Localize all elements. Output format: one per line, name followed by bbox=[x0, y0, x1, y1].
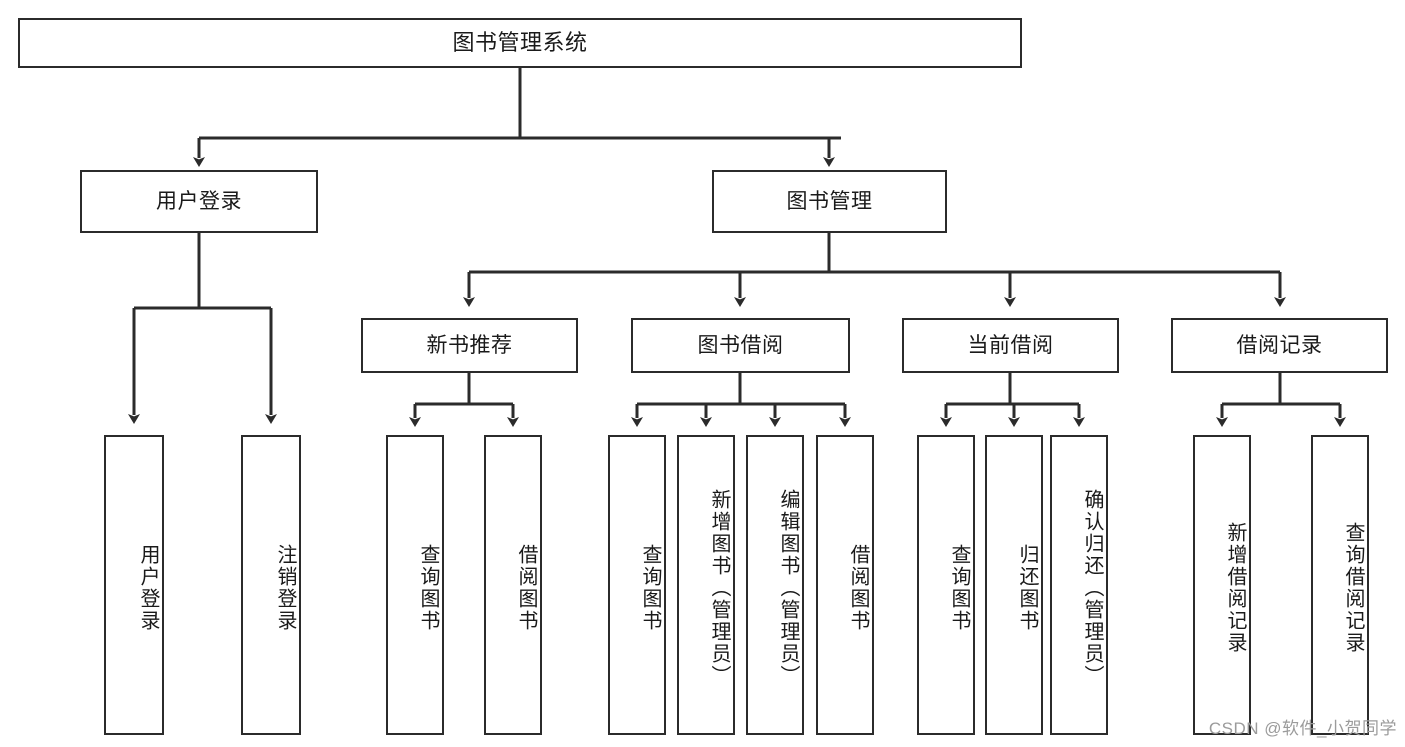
node-label: 查询图书 bbox=[417, 544, 439, 632]
leaf-query-book-current[interactable]: 查询图书 bbox=[917, 435, 975, 735]
node-label: 归还图书 bbox=[1016, 544, 1038, 632]
node-label: 借阅记录 bbox=[1236, 333, 1323, 357]
leaf-borrow-book-recommend[interactable]: 借阅图书 bbox=[484, 435, 542, 735]
leaf-logout-login[interactable]: 注销登录 bbox=[241, 435, 301, 735]
node-label: 新书推荐 bbox=[426, 333, 513, 357]
node-label: 图书管理 bbox=[786, 189, 873, 213]
node-label: 用户登录 bbox=[137, 544, 159, 632]
node-label: 查询图书 bbox=[639, 544, 661, 632]
node-label: 图书借阅 bbox=[697, 333, 784, 357]
node-label: 用户登录 bbox=[156, 189, 242, 213]
leaf-query-book-recommend[interactable]: 查询图书 bbox=[386, 435, 444, 735]
csdn-watermark: CSDN @软件_小贺同学 bbox=[1208, 719, 1397, 738]
leaf-edit-book-admin[interactable]: 编辑图书（管理员） bbox=[746, 435, 804, 735]
node-label: 注销登录 bbox=[274, 544, 296, 632]
node-label: 编辑图书（管理员） bbox=[777, 489, 799, 687]
leaf-query-book-borrow[interactable]: 查询图书 bbox=[608, 435, 666, 735]
node-label: 查询借阅记录 bbox=[1342, 522, 1364, 654]
node-current-borrow[interactable]: 当前借阅 bbox=[902, 318, 1119, 373]
leaf-return-book[interactable]: 归还图书 bbox=[985, 435, 1043, 735]
node-book-borrow[interactable]: 图书借阅 bbox=[631, 318, 850, 373]
node-book-management[interactable]: 图书管理 bbox=[712, 170, 947, 233]
leaf-confirm-return-admin[interactable]: 确认归还（管理员） bbox=[1050, 435, 1108, 735]
node-borrow-record[interactable]: 借阅记录 bbox=[1171, 318, 1388, 373]
node-label: 新增图书（管理员） bbox=[708, 489, 730, 687]
node-root-book-management-system[interactable]: 图书管理系统 bbox=[18, 18, 1022, 68]
node-label: 图书管理系统 bbox=[452, 29, 588, 55]
leaf-borrow-book[interactable]: 借阅图书 bbox=[816, 435, 874, 735]
leaf-add-borrow-record[interactable]: 新增借阅记录 bbox=[1193, 435, 1251, 735]
node-label: 新增借阅记录 bbox=[1224, 522, 1246, 654]
leaf-query-borrow-record[interactable]: 查询借阅记录 bbox=[1311, 435, 1369, 735]
node-label: 查询图书 bbox=[948, 544, 970, 632]
leaf-user-login[interactable]: 用户登录 bbox=[104, 435, 164, 735]
node-label: 确认归还（管理员） bbox=[1081, 489, 1103, 687]
node-label: 借阅图书 bbox=[515, 544, 537, 632]
node-user-login[interactable]: 用户登录 bbox=[80, 170, 318, 233]
node-label: 借阅图书 bbox=[847, 544, 869, 632]
node-label: 当前借阅 bbox=[967, 333, 1054, 357]
node-new-book-recommend[interactable]: 新书推荐 bbox=[361, 318, 578, 373]
leaf-add-book-admin[interactable]: 新增图书（管理员） bbox=[677, 435, 735, 735]
